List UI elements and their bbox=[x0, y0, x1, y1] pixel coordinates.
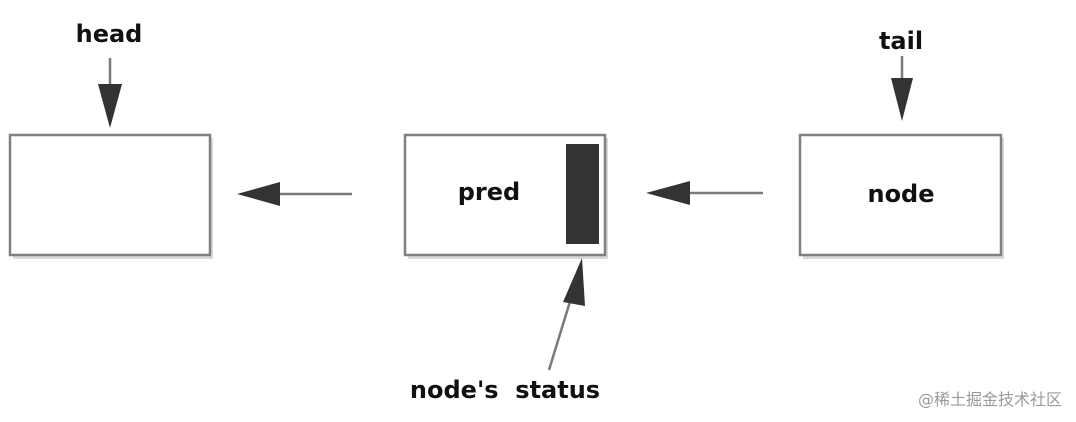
tail-pointer-arrow bbox=[891, 56, 913, 121]
tail-node-box: node bbox=[798, 133, 1004, 259]
pred-node-box: pred bbox=[403, 133, 608, 259]
head-node-box bbox=[8, 133, 213, 259]
watermark-text: @稀土掘金技术社区 bbox=[918, 390, 1062, 409]
node-to-pred-arrow bbox=[646, 181, 763, 205]
status-pointer-arrow bbox=[547, 258, 585, 371]
head-pointer-arrow bbox=[98, 58, 122, 128]
pred-to-head-arrow bbox=[237, 182, 352, 206]
node-label: node bbox=[867, 180, 934, 208]
pred-label: pred bbox=[458, 178, 520, 206]
tail-label: tail bbox=[879, 27, 923, 55]
pred-status-field bbox=[566, 144, 599, 244]
status-label: node's status bbox=[410, 376, 600, 404]
head-label: head bbox=[76, 20, 143, 48]
